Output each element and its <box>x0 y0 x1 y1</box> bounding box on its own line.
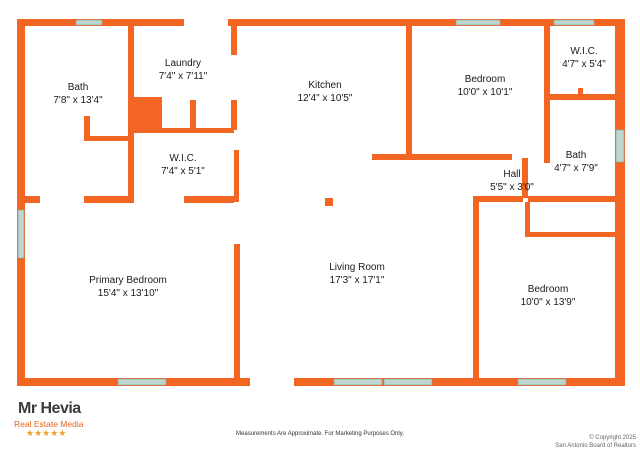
walls <box>17 19 625 386</box>
copyright: © Copyright 2025 San Antonio Board of Re… <box>555 434 636 450</box>
window-left <box>17 209 25 259</box>
room-dims-bath2: 4'7" x 7'9" <box>554 163 598 174</box>
wall-kitchen-bottom <box>372 154 512 160</box>
window-bedroom-top <box>455 19 501 26</box>
wall-bath2-left <box>522 158 528 198</box>
room-dims-bedroom1: 10'0" x 10'1" <box>458 87 513 98</box>
outer-wall-bottom <box>17 378 625 386</box>
door-gap-kitchen <box>231 55 237 100</box>
room-dims-kitchen: 12'4" x 10'5" <box>298 93 353 104</box>
wall-hall-left <box>473 196 479 386</box>
wall-bath-laundry <box>128 26 134 198</box>
window-bedroom2-bottom <box>517 378 567 386</box>
room-dims-living: 17'3" x 17'1" <box>330 275 385 286</box>
window-bath-top <box>75 19 103 26</box>
outer-wall-top <box>17 19 625 26</box>
wall-closet-bottom <box>525 232 615 237</box>
room-name-wic2: W.I.C. <box>570 46 597 57</box>
door-gap-bath <box>40 196 84 203</box>
room-name-bedroom1: Bedroom <box>465 74 506 85</box>
room-dims-bedroom2: 10'0" x 13'9" <box>521 297 576 308</box>
room-labels: Bath 7'8" x 13'4" Laundry 7'4" x 7'11" Kitch… <box>53 46 606 308</box>
wall-bath-inner-h <box>84 136 128 141</box>
door-gap-top <box>184 19 228 26</box>
window-right <box>615 129 625 163</box>
wall-closet-left <box>525 202 530 237</box>
room-dims-primary: 15'4" x 13'10" <box>98 288 159 299</box>
room-name-hall: Hall <box>503 169 520 180</box>
window-living-bottom-1 <box>333 378 383 386</box>
copyright-line-1: © Copyright 2025 <box>589 435 636 441</box>
wall-kitchen-left-low <box>234 150 239 202</box>
wall-kitchen-bedroom <box>406 26 412 158</box>
wall-primary-top <box>17 196 239 203</box>
wall-bath-inner-v <box>84 116 90 141</box>
windows <box>17 19 625 386</box>
room-dims-bath1: 7'8" x 13'4" <box>53 95 103 106</box>
wall-bath2-bottom <box>528 196 615 202</box>
room-name-living: Living Room <box>329 262 385 273</box>
disclaimer: Measurements Are Approximate. For Market… <box>236 431 404 437</box>
laundry-fixture <box>134 97 162 130</box>
wall-wic-left-stub <box>578 88 583 100</box>
wall-laundry-bottom <box>134 128 234 133</box>
room-name-bedroom2: Bedroom <box>528 284 569 295</box>
openings <box>40 19 294 386</box>
room-name-wic1: W.I.C. <box>169 153 196 164</box>
star-rating-icon: ★★★★★ <box>26 428 67 438</box>
room-dims-laundry: 7'4" x 7'11" <box>159 71 208 82</box>
logo-name: Mr Hevia <box>18 400 81 417</box>
room-dims-wic2: 4'7" x 5'4" <box>562 59 606 70</box>
logo-subtitle: Real Estate Media <box>14 419 84 429</box>
door-gap-living <box>234 202 240 244</box>
brand-logo: Mr Hevia Real Estate Media ★★★★★ <box>12 398 92 440</box>
room-dims-hall: 5'5" x 3'0" <box>490 182 534 193</box>
copyright-line-2: San Antonio Board of Realtors <box>555 443 636 449</box>
wall-primary-living <box>234 244 240 382</box>
door-gap-wic <box>134 196 184 203</box>
window-living-bottom-2 <box>383 378 433 386</box>
outer-wall-right <box>615 19 625 386</box>
room-name-kitchen: Kitchen <box>308 80 341 91</box>
window-primary-bottom <box>117 378 167 386</box>
window-wic-top <box>553 19 595 26</box>
wall-laundry-stub <box>190 100 196 133</box>
wall-bedroom-wic <box>544 26 550 163</box>
door-gap-bottom <box>250 378 294 386</box>
room-name-laundry: Laundry <box>165 58 201 69</box>
wall-hall-bottom <box>473 196 523 202</box>
room-dims-wic1: 7'4" x 5'1" <box>161 166 205 177</box>
room-name-primary: Primary Bedroom <box>89 275 167 286</box>
room-name-bath2: Bath <box>566 150 587 161</box>
room-name-bath1: Bath <box>68 82 89 93</box>
column <box>325 198 333 206</box>
